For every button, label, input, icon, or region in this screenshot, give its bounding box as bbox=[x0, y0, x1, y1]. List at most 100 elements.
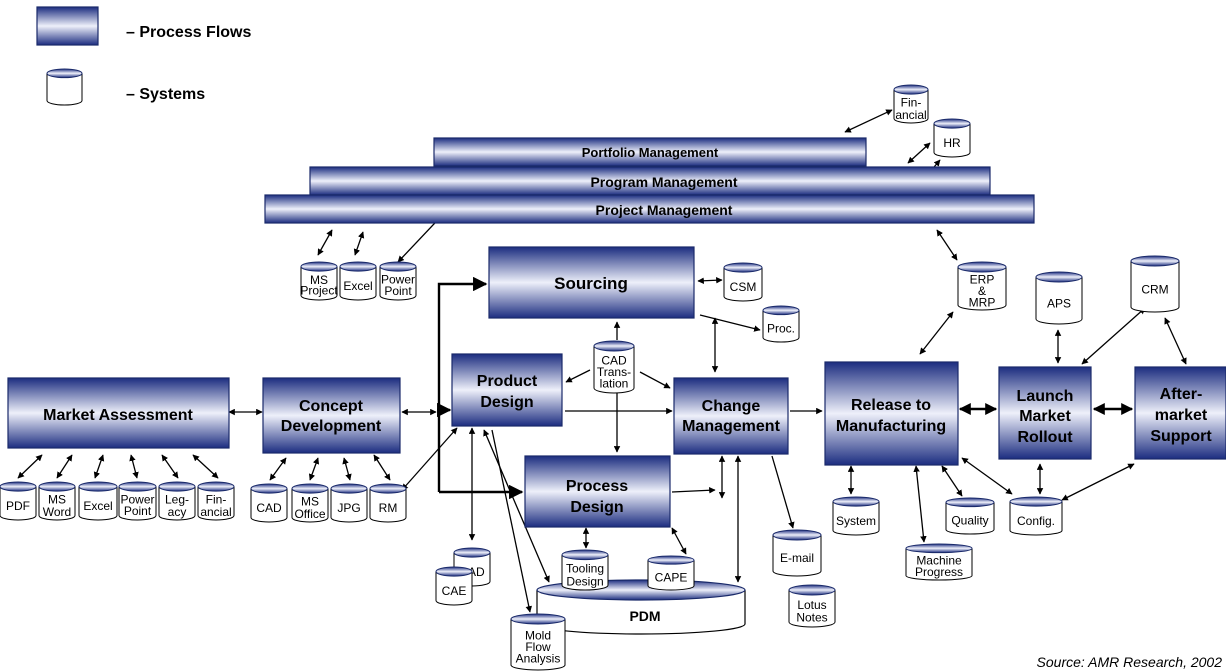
excel-left-system-label-1: Excel bbox=[83, 499, 112, 513]
portfolio-management-bar: Portfolio Management bbox=[433, 137, 867, 167]
cad-concept-system-label-1: CAD bbox=[256, 501, 282, 515]
machine-progress-system-label-1: Machine bbox=[916, 553, 962, 567]
aps-system-label-1: APS bbox=[1047, 297, 1071, 311]
erp-mrp-system-label-3: MRP bbox=[969, 295, 996, 309]
sourcing-process: Sourcing bbox=[488, 246, 695, 319]
cad-translation-system-label-2: Trans- bbox=[597, 365, 631, 379]
cae-system-label-1: CAE bbox=[442, 584, 467, 598]
excel-top-system-label-1: Excel bbox=[343, 279, 372, 293]
jpg-system-label-1: JPG bbox=[337, 501, 360, 515]
quality-system: Quality bbox=[945, 497, 995, 535]
rm-system-label-1: RM bbox=[379, 501, 398, 515]
ms-word-system-label-2: Word bbox=[43, 505, 71, 519]
product-design-label-2: Design bbox=[480, 394, 533, 411]
proc-system: Proc. bbox=[762, 305, 800, 343]
aftermarket-label-3: Support bbox=[1150, 428, 1212, 445]
lotus-notes-system-label-2: Notes bbox=[796, 611, 827, 625]
launch-label-1: Launch bbox=[1017, 388, 1074, 405]
powerpoint-top-system-label-2: Point bbox=[384, 284, 412, 298]
process-design-process: Process Design bbox=[524, 455, 671, 528]
launch-market-rollout-process: Launch Market Rollout bbox=[998, 366, 1092, 460]
project-management-label: Project Management bbox=[596, 202, 733, 218]
change-management-label-1: Change bbox=[702, 398, 761, 415]
ms-project-system-label-1: MS bbox=[310, 273, 328, 287]
financial-top-system-label-1: Fin- bbox=[901, 95, 922, 109]
legacy-system-label-2: acy bbox=[168, 505, 187, 519]
legend-system-swatch bbox=[46, 68, 83, 106]
legend-process-swatch bbox=[36, 6, 99, 46]
rm-system: RM bbox=[369, 483, 407, 523]
erp-mrp-system-label-2: & bbox=[978, 284, 986, 298]
ms-office-system-label-1: MS bbox=[301, 494, 319, 508]
financial-top-system: Fin-ancial bbox=[893, 84, 929, 124]
excel-top-system: Excel bbox=[339, 261, 377, 301]
aftermarket-support-process: After- market Support bbox=[1134, 366, 1226, 460]
aftermarket-label-1: After- bbox=[1160, 386, 1203, 403]
powerpoint-top-system-label-1: Power bbox=[381, 273, 415, 287]
tooling-design-system-label-1: Tooling bbox=[566, 562, 604, 576]
process-design-label-1: Process bbox=[566, 478, 628, 495]
legacy-system-label-1: Leg- bbox=[165, 492, 189, 506]
change-management-label-2: Management bbox=[682, 418, 780, 435]
email-system-label-1: E-mail bbox=[780, 551, 814, 565]
program-management-bar: Program Management bbox=[309, 166, 991, 196]
tooling-design-system-label-2: Design bbox=[566, 574, 603, 588]
mold-flow-analysis-system-label-2: Flow bbox=[525, 640, 551, 654]
mold-flow-analysis-system-label-3: Analysis bbox=[516, 651, 561, 665]
jpg-system: JPG bbox=[330, 483, 368, 523]
csm-system: CSM bbox=[723, 262, 763, 302]
release-to-manufacturing-process: Release to Manufacturing bbox=[824, 361, 959, 466]
legend-process-label: – Process Flows bbox=[126, 24, 251, 41]
source-citation: Source: AMR Research, 2002 bbox=[1037, 654, 1223, 670]
machine-progress-system-label-2: Progress bbox=[915, 565, 963, 579]
project-management-bar: Project Management bbox=[264, 194, 1035, 224]
csm-system-label-1: CSM bbox=[730, 280, 757, 294]
cad-concept-system: CAD bbox=[250, 483, 288, 523]
crm-system: CRM bbox=[1130, 255, 1180, 313]
portfolio-management-label: Portfolio Management bbox=[582, 145, 719, 160]
proc-system-label-1: Proc. bbox=[767, 322, 795, 336]
ms-office-system-label-2: Office bbox=[294, 507, 325, 521]
legend-system-cylinder bbox=[46, 68, 83, 106]
concept-development-process: Concept Development bbox=[262, 377, 401, 454]
sourcing-label: Sourcing bbox=[554, 274, 628, 293]
cae-system: CAE bbox=[435, 566, 473, 606]
erp-mrp-system: ERP&MRP bbox=[957, 261, 1007, 311]
process-design-label-2: Design bbox=[570, 499, 623, 516]
legend: – Process Flows – Systems bbox=[36, 6, 251, 106]
financial-left-system: Fin-ancial bbox=[197, 481, 235, 521]
cad-translation-system-label-3: lation bbox=[600, 376, 629, 390]
product-design-process: Product Design bbox=[451, 353, 563, 427]
market-assessment-process: Market Assessment bbox=[7, 377, 230, 449]
lotus-notes-system-label-1: Lotus bbox=[797, 598, 826, 612]
cad-translation-system-label-1: CAD bbox=[601, 353, 627, 367]
email-system: E-mail bbox=[772, 529, 822, 577]
launch-label-2: Market bbox=[1019, 408, 1071, 425]
powerpoint-left-system-label-1: Power bbox=[120, 493, 154, 507]
ms-project-system-label-2: Project bbox=[300, 283, 338, 297]
pdf-system: PDF bbox=[0, 481, 37, 521]
excel-left-system: Excel bbox=[78, 481, 118, 521]
financial-left-system-label-2: ancial bbox=[200, 505, 231, 519]
launch-label-3: Rollout bbox=[1017, 429, 1073, 446]
powerpoint-left-system-label-2: Point bbox=[124, 504, 152, 518]
system-system-label-1: System bbox=[836, 514, 876, 528]
connectors bbox=[17, 109, 1187, 613]
cape-system: CAPE bbox=[647, 555, 695, 591]
cape-system-label-1: CAPE bbox=[655, 571, 688, 585]
financial-top-system-label-2: ancial bbox=[895, 108, 926, 122]
program-management-label: Program Management bbox=[590, 174, 737, 190]
hr-system-label-1: HR bbox=[943, 136, 961, 150]
release-label-2: Manufacturing bbox=[836, 418, 946, 435]
system-system: System bbox=[832, 496, 880, 536]
